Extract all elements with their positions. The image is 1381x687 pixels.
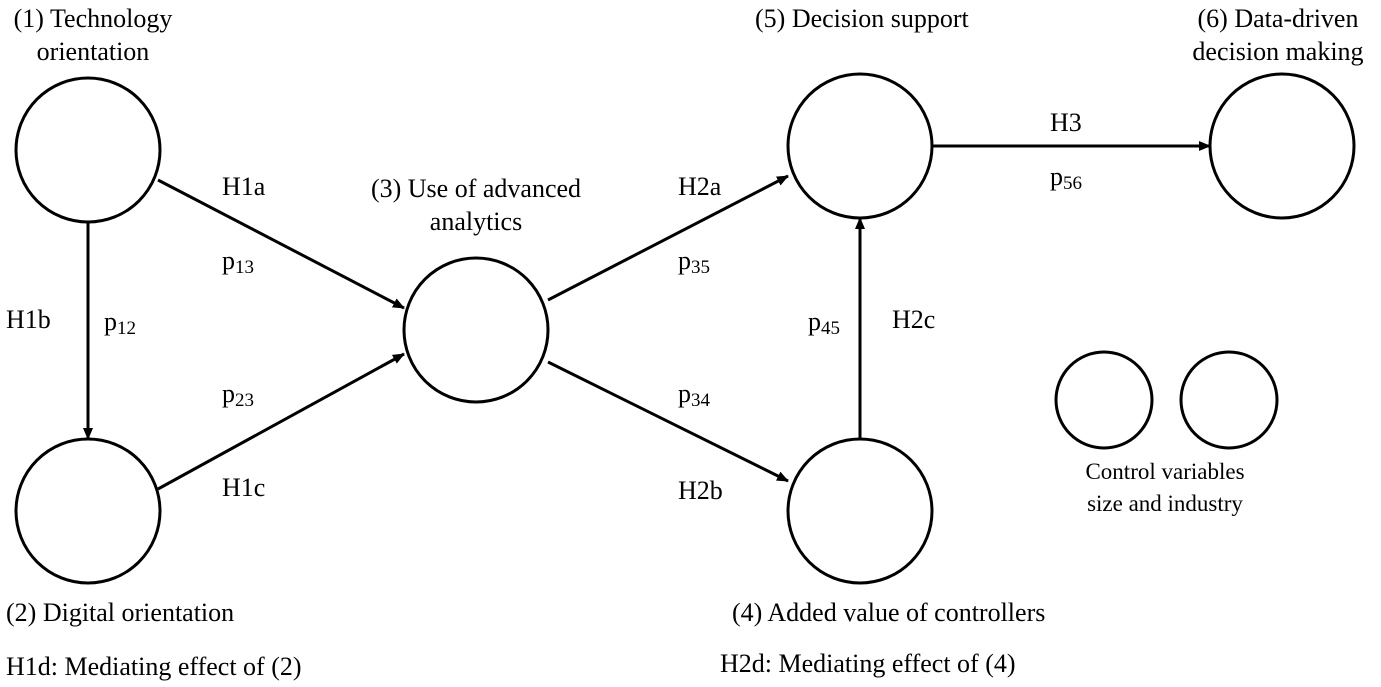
path-p56-subscript: 56 (1063, 173, 1082, 194)
hypothesis-label-h3: H3 (1050, 108, 1082, 137)
node-6-label: (6) Data-driven decision making (1176, 2, 1380, 68)
path-p35-symbol: p (678, 246, 691, 275)
mediation-h1d: H1d: Mediating effect of (2) (6, 652, 302, 681)
path-p12-subscript: 12 (117, 318, 136, 339)
control-variable-circle-size (1054, 350, 1154, 450)
path-p13-subscript: 13 (235, 257, 254, 278)
hypothesis-label-h1b: H1b (6, 305, 51, 334)
node-5-decision-support-circle (786, 72, 934, 220)
hypothesis-label-h1c: H1c (222, 473, 266, 502)
path-coefficient-p34: p34 (678, 377, 710, 413)
hypothesis-label-h1a: H1a (222, 172, 266, 201)
arrow-1-to-3 (157, 178, 405, 310)
node-3-label-line1: (3) Use of advanced (370, 174, 582, 203)
path-p34-symbol: p (678, 379, 691, 408)
node-4-label: (4) Added value of controllers (732, 598, 1046, 627)
path-coefficient-p23: p23 (222, 377, 254, 413)
path-p23-symbol: p (222, 379, 235, 408)
node-1-label-line1: (1) Technology (13, 4, 173, 33)
node-1-label-line2: orientation (36, 37, 150, 66)
node-3-advanced-analytics-circle (402, 256, 550, 404)
path-p45-subscript: 45 (821, 318, 840, 339)
hypothesis-label-h2b: H2b (678, 476, 723, 505)
node-1-technology-orientation-circle (14, 76, 162, 224)
control-variable-circle-industry (1179, 350, 1279, 450)
path-p13-symbol: p (222, 246, 235, 275)
node-4-added-value-controllers-circle (786, 437, 934, 585)
path-p35-subscript: 35 (691, 257, 710, 278)
arrow-3-to-4 (547, 360, 789, 483)
node-6-label-line1: (6) Data-driven (1197, 4, 1359, 33)
node-2-label: (2) Digital orientation (6, 598, 235, 627)
mediation-h2d: H2d: Mediating effect of (4) (720, 649, 1016, 678)
path-p23-subscript: 23 (235, 390, 254, 411)
path-p45-symbol: p (808, 307, 821, 336)
hypothesis-label-h2c: H2c (892, 305, 936, 334)
path-coefficient-p56: p56 (1050, 160, 1082, 196)
node-5-label: (5) Decision support (755, 4, 969, 33)
path-p12-symbol: p (104, 307, 117, 336)
node-2-digital-orientation-circle (14, 437, 162, 585)
control-variables-line2: size and industry (1087, 491, 1243, 516)
path-p56-symbol: p (1050, 162, 1063, 191)
node-6-label-line2: decision making (1192, 37, 1364, 66)
control-variables-line1: Control variables (1085, 459, 1245, 484)
hypothesis-label-h2a: H2a (678, 172, 722, 201)
path-p34-subscript: 34 (691, 390, 710, 411)
path-coefficient-p13: p13 (222, 244, 254, 280)
arrow-3-to-5 (547, 174, 789, 302)
arrow-2-to-3 (157, 352, 405, 491)
node-3-label: (3) Use of advanced analytics (346, 172, 606, 238)
path-coefficient-p12: p12 (104, 305, 136, 341)
node-1-label: (1) Technology orientation (0, 2, 186, 68)
node-3-label-line2: analytics (429, 207, 523, 236)
path-coefficient-p45: p45 (808, 305, 840, 341)
path-coefficient-p35: p35 (678, 244, 710, 280)
control-variables-label: Control variables size and industry (1050, 456, 1280, 520)
node-6-data-driven-decision-circle (1208, 72, 1356, 220)
